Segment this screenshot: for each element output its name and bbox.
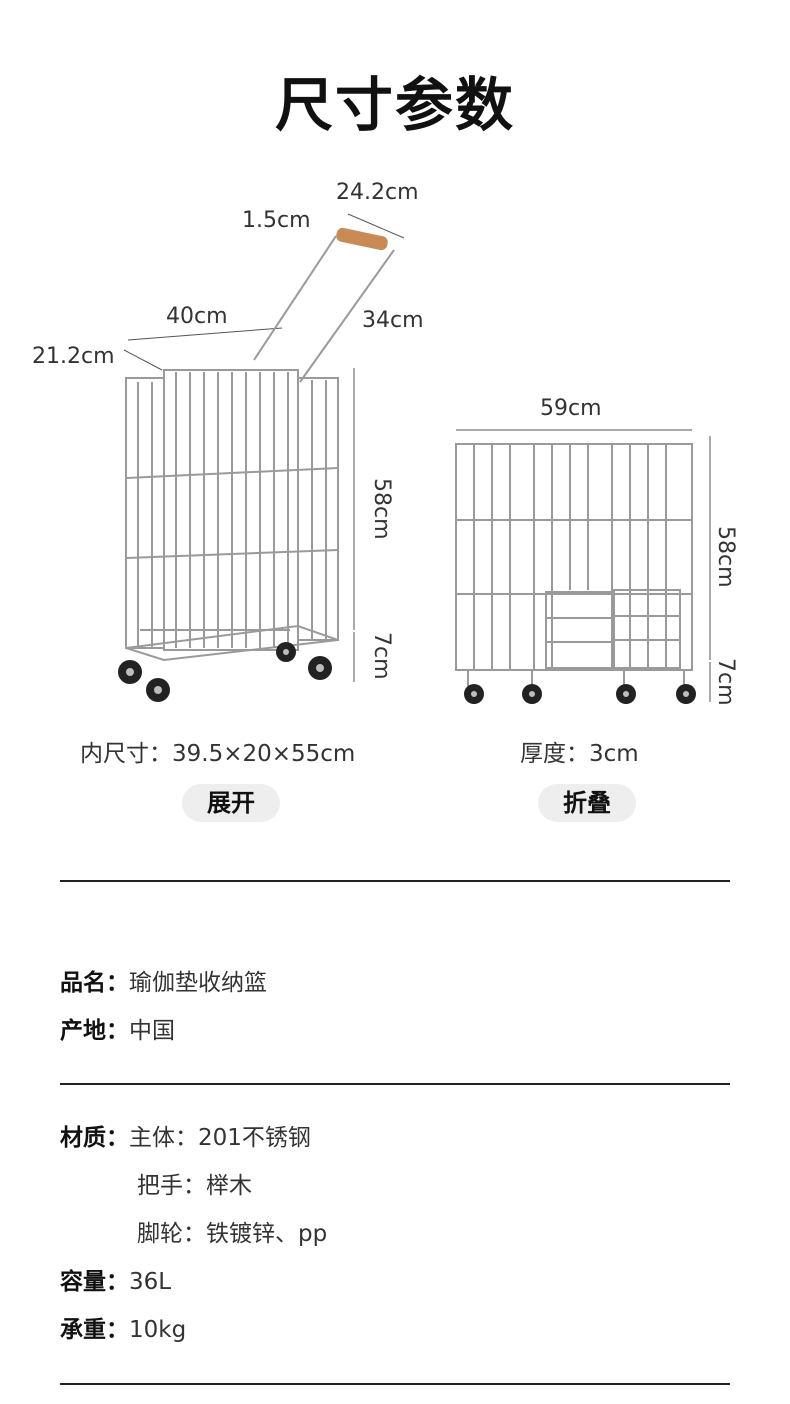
spec-material: 材质：主体：201不锈钢 [60,1127,311,1150]
spec-origin-key: 产地： [60,1018,129,1044]
dim-depth: 21.2cm [32,344,115,369]
spec-name-key: 品名： [60,970,129,996]
unfolded-label-pill: 展开 [182,784,280,822]
spec-material-key: 材质： [60,1125,129,1151]
spec-load-key: 承重： [60,1317,129,1343]
divider-3 [60,1383,730,1385]
inner-size-caption: 内尺寸：39.5×20×55cm [80,741,356,767]
unfolded-cart-illustration [118,213,405,702]
spec-load: 承重：10kg [60,1319,186,1342]
dim-handle-diameter: 1.5cm [242,208,311,233]
folded-label-pill: 折叠 [538,784,636,822]
dim-folded-wheel-height: 7cm [713,658,738,706]
dim-handle-width: 24.2cm [336,180,419,205]
page-title: 尺寸参数 [274,71,515,139]
spec-origin-value: 中国 [129,1018,175,1044]
spec-load-value: 10kg [129,1317,187,1343]
dim-handle-length: 34cm [362,308,424,333]
spec-origin: 产地：中国 [60,1020,175,1043]
dim-wheel-height: 7cm [369,632,394,680]
spec-material-handle: 把手：榉木 [137,1173,252,1199]
dim-folded-height: 58cm [713,526,738,588]
spec-capacity-value: 36L [129,1269,172,1295]
dim-height: 58cm [369,478,394,540]
divider-2 [60,1083,730,1085]
divider-1 [60,880,730,882]
spec-name-value: 瑜伽垫收纳篮 [129,970,267,996]
spec-capacity: 容量：36L [60,1271,171,1294]
folded-cart-illustration [455,429,711,704]
thickness-caption: 厚度：3cm [520,741,639,767]
spec-name: 品名：瑜伽垫收纳篮 [60,972,267,995]
spec-material-wheels: 脚轮：铁镀锌、pp [137,1221,328,1247]
spec-capacity-key: 容量： [60,1269,129,1295]
dim-width: 40cm [166,304,228,329]
dim-folded-width: 59cm [540,396,602,421]
spec-material-body: 主体：201不锈钢 [129,1125,311,1151]
